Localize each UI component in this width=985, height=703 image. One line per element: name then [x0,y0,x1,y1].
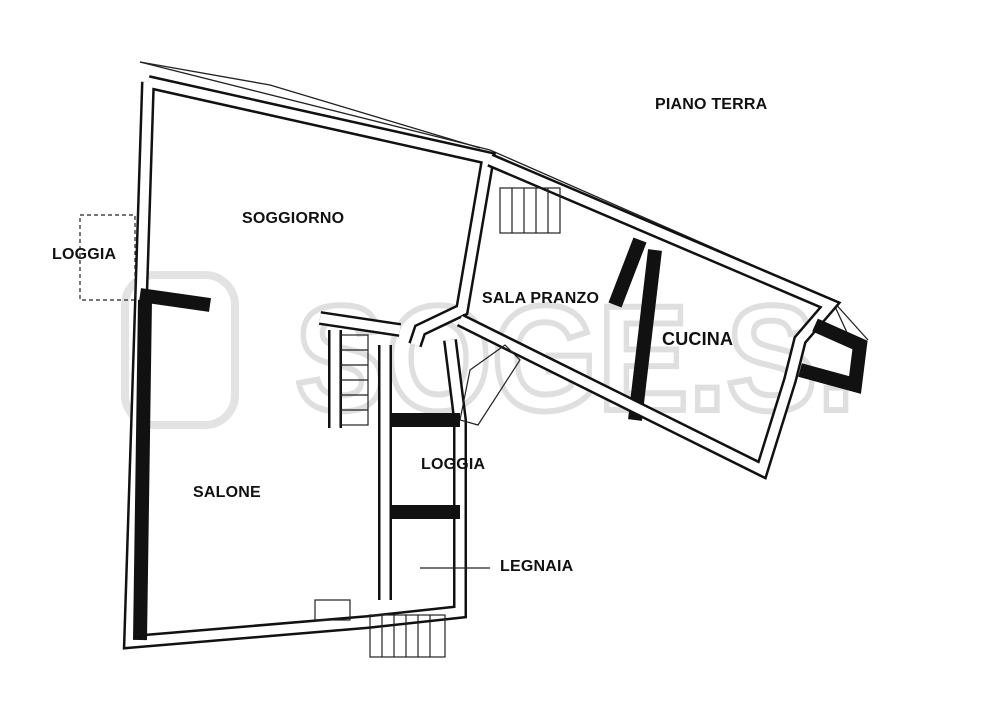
room-label-loggia-center: LOGGIA [421,456,486,473]
room-label-sala-pranzo: SALA PRANZO [482,290,600,307]
room-label-legnaia: LEGNAIA [500,558,574,575]
staircases [79,187,561,658]
room-label-soggiorno: SOGGIORNO [242,210,345,227]
room-label-salone: SALONE [193,484,261,501]
floor-title: PIANO TERRA [655,96,768,113]
walls-right-block [456,153,868,480]
walls-left-block [122,75,497,650]
room-label-cucina: CUCINA [662,329,734,349]
room-label-loggia-left: LOGGIA [52,246,117,263]
